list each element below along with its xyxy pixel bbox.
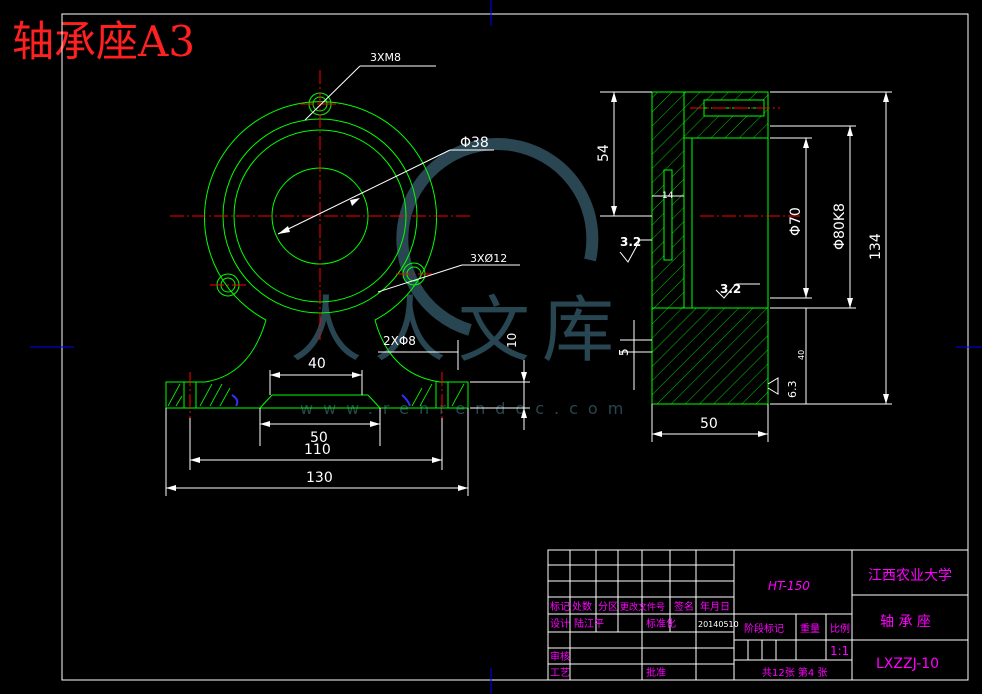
dim-134: 134: [868, 233, 884, 260]
label-3xm8: 3XM8: [370, 51, 401, 64]
tb-header-1: 处数: [572, 600, 592, 613]
tb-design-label: 设计: [550, 617, 570, 630]
tb-scale: 1:1: [830, 644, 849, 658]
tb-weight-label: 重量: [800, 622, 820, 635]
dim-54: 54: [596, 144, 612, 162]
dim-40: 40: [308, 356, 326, 372]
watermark-text: 人人文库: [290, 288, 626, 372]
dim-10: 10: [505, 333, 519, 348]
tb-school: 江西农业大学: [868, 568, 952, 584]
front-arrowheads: [166, 198, 527, 491]
tb-date: 20140510: [698, 620, 739, 629]
tb-approve-label: 批准: [646, 666, 666, 679]
title-block-text: 标记 处数 分区 更改文件号 签名 年月日 设计 陆江平 标准化 2014051…: [550, 568, 952, 679]
title-block: 标记 处数 分区 更改文件号 签名 年月日 设计 陆江平 标准化 2014051…: [547, 549, 969, 681]
tb-header-4: 签名: [674, 600, 694, 613]
tb-drawing-no: LXZZJ-10: [876, 656, 939, 672]
title-block-grid: [547, 549, 969, 681]
roughness-3-2-right: 3.2: [720, 282, 741, 296]
side-centerlines: [690, 107, 800, 217]
label-dia-38: Φ38: [460, 135, 489, 151]
tb-header-2: 分区: [598, 601, 618, 613]
tb-designer: 陆江平: [574, 617, 604, 630]
roughness-3-2-left: 3.2: [620, 235, 641, 249]
dim-40-side: 40: [797, 350, 806, 360]
dim-5: 5: [617, 348, 631, 356]
front-view: 3XM8 Φ38 3XØ12 2XΦ8 40 10 50 110 130: [165, 51, 530, 496]
tb-header-0: 标记: [550, 601, 570, 613]
front-hatch: [167, 383, 465, 407]
side-arrowheads: [611, 92, 889, 437]
dim-50-side: 50: [700, 416, 718, 432]
tb-process-label: 工艺: [550, 667, 570, 679]
tb-header-5: 年月日: [700, 600, 730, 613]
tb-scale-label: 比例: [830, 622, 850, 635]
label-2xd8: 2XΦ8: [383, 334, 416, 348]
tb-stage-label: 阶段标记: [744, 622, 784, 635]
label-3xd12: 3XØ12: [470, 252, 507, 265]
watermark: 人人文库 www.renrendoc.com: [290, 138, 626, 418]
front-dimensions: [165, 65, 530, 496]
tb-header-3: 更改文件号: [620, 601, 665, 613]
dim-dia-70: Φ70: [788, 207, 804, 236]
dim-14: 14: [662, 191, 674, 201]
tb-standard-label: 标准化: [646, 617, 676, 630]
tb-part-name: 轴 承 座: [880, 614, 931, 630]
roughness-6-3: 6.3: [786, 381, 799, 399]
blue-arc-right: [401, 394, 411, 407]
side-view: 54 14 3.2 3.2 5 40 6.3 Φ70 Φ80K8 134 50: [596, 91, 892, 442]
tb-material: HT-150: [768, 579, 810, 593]
side-dimensions: [600, 91, 892, 442]
front-centerlines: [170, 70, 470, 418]
dim-110: 110: [304, 442, 331, 458]
dim-dia-80k8: Φ80K8: [832, 203, 848, 250]
blue-arc-left: [231, 394, 239, 407]
dim-130: 130: [306, 470, 333, 486]
drawing-title: 轴承座A3: [12, 17, 196, 66]
side-outline: [651, 91, 769, 405]
dim-50-front: 50: [310, 430, 328, 446]
center-ticks: [30, 0, 982, 694]
tb-sheets: 共12张 第4 张: [762, 666, 827, 679]
tb-check-label: 审核: [550, 650, 570, 663]
